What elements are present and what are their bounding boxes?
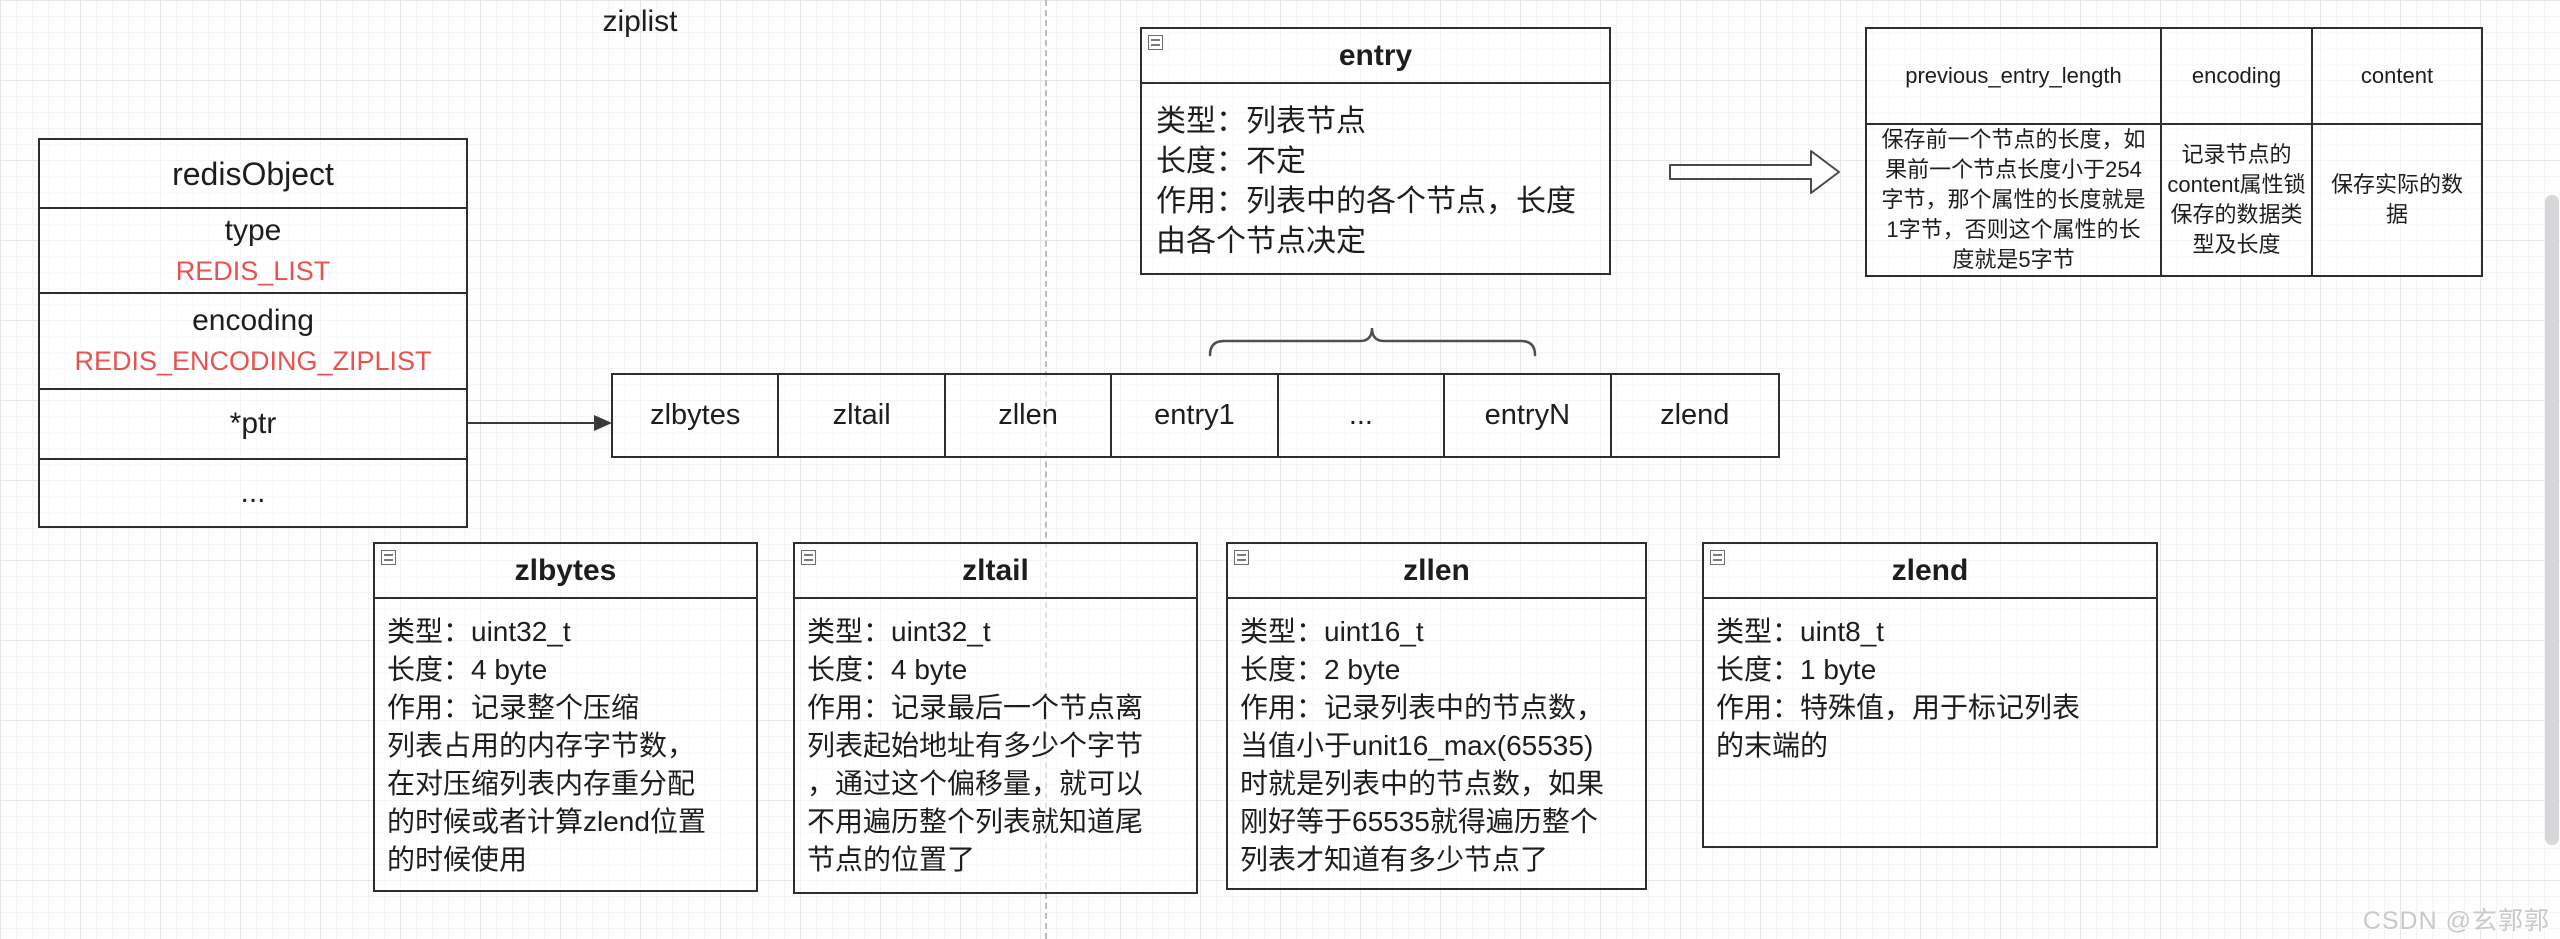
zltail-title-row: zltail (795, 544, 1196, 599)
array-cell-entryN[interactable]: entryN (1445, 375, 1612, 456)
entry-box-title: entry (1338, 38, 1413, 72)
entry-box[interactable]: entry 类型：列表节点长度：不定作用：列表中的各个节点，长度由各个节点决定 (1140, 27, 1611, 275)
watermark: CSDN @玄郭郭 (2362, 907, 2550, 935)
array-cell-ellipsis[interactable]: ... (1279, 375, 1446, 456)
zllen-title: zllen (1403, 553, 1470, 587)
zlbytes-title-row: zlbytes (375, 544, 756, 599)
redis-object-row-ptr: *ptr (40, 390, 466, 460)
entry-fields-table[interactable]: previous_entry_length 保存前一个节点的长度，如果前一个节点… (1865, 27, 2483, 277)
array-cell-entry1[interactable]: entry1 (1112, 375, 1279, 456)
collapse-icon[interactable] (1148, 35, 1163, 50)
field-label: ... (240, 476, 266, 509)
entry-box-description: 类型：列表节点长度：不定作用：列表中的各个节点，长度由各个节点决定 (1156, 105, 1576, 258)
array-cell-zllen[interactable]: zllen (946, 375, 1113, 456)
array-cell-zltail[interactable]: zltail (779, 375, 946, 456)
field-label: encoding (192, 304, 314, 337)
redis-object-row-type: type REDIS_LIST (40, 209, 466, 294)
collapse-icon[interactable] (1234, 550, 1249, 565)
redis-object-row-encoding: encoding REDIS_ENCODING_ZIPLIST (40, 294, 466, 390)
column-header: content (2313, 29, 2481, 125)
zlend-title: zlend (1891, 553, 1969, 587)
diagram-title: ziplist (602, 5, 678, 38)
column-previous-entry-length: previous_entry_length 保存前一个节点的长度，如果前一个节点… (1867, 29, 2162, 275)
field-value: REDIS_ENCODING_ZIPLIST (74, 346, 432, 376)
entry-fields-arrow (1669, 150, 1840, 194)
redis-object-row-ellipsis: ... (40, 460, 466, 526)
ziplist-array[interactable]: zlbytes zltail zllen entry1 ... entryN z… (611, 373, 1780, 458)
field-label: type (224, 213, 282, 247)
array-cell-zlend[interactable]: zlend (1660, 399, 1730, 431)
entries-brace (1208, 327, 1537, 357)
zlend-title-row: zlend (1704, 544, 2156, 599)
field-value: REDIS_LIST (175, 255, 331, 286)
entry-box-title-row: entry (1142, 29, 1609, 84)
zlbytes-title: zlbytes (514, 553, 617, 587)
column-description: 保存实际的数据 (2330, 172, 2463, 227)
zllen-title-row: zllen (1228, 544, 1645, 599)
zltail-title: zltail (962, 553, 1029, 587)
page-divider-line (1045, 0, 1047, 939)
ptr-arrow (468, 415, 612, 431)
collapse-icon[interactable] (381, 550, 396, 565)
column-content: content 保存实际的数据 (2313, 29, 2481, 275)
array-cell-zlbytes[interactable]: zlbytes (613, 375, 780, 456)
vertical-scrollbar[interactable] (2545, 195, 2559, 845)
field-label: *ptr (229, 407, 277, 440)
redis-object-box[interactable]: redisObject type REDIS_LIST encoding RED… (38, 138, 468, 528)
collapse-icon[interactable] (801, 550, 816, 565)
redis-object-title: redisObject (40, 140, 466, 209)
column-header: encoding (2162, 29, 2311, 125)
collapse-icon[interactable] (1710, 550, 1725, 565)
column-header: previous_entry_length (1867, 29, 2160, 125)
